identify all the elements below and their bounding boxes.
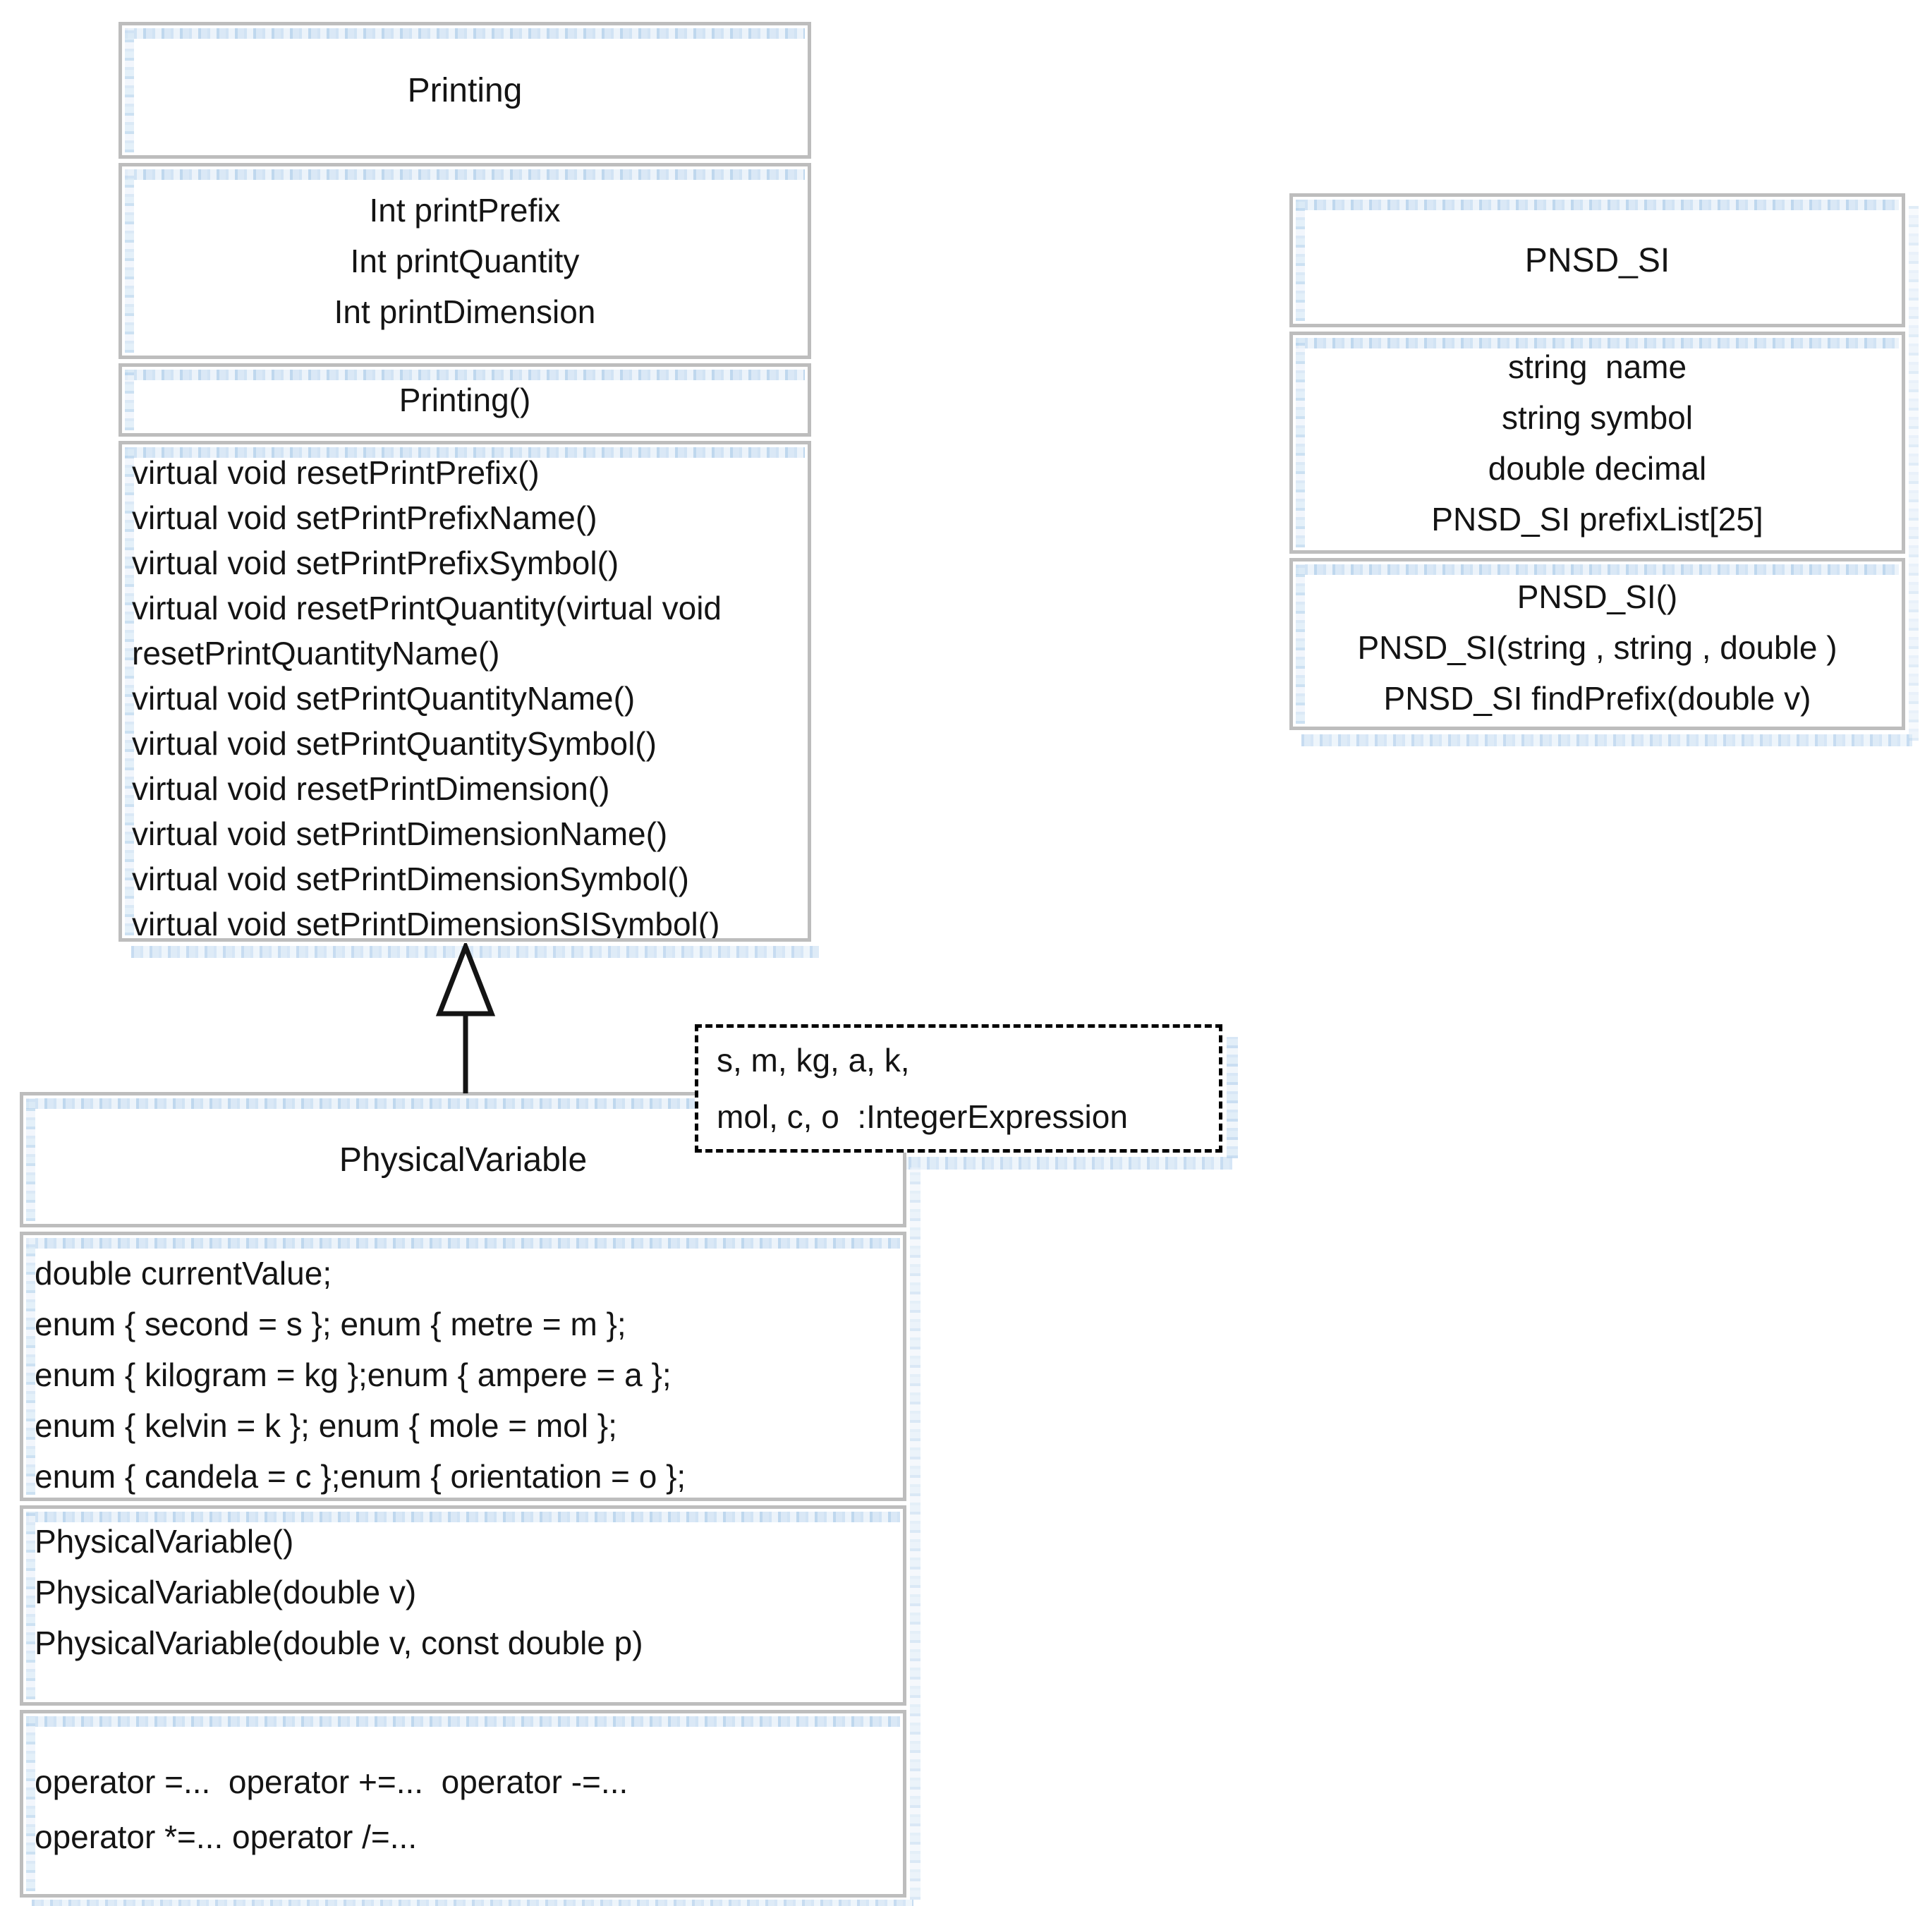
physical-variable-constructor: PhysicalVariable(double v) (35, 1574, 417, 1610)
pnsd-si-class-name: PNSD_SI (1524, 241, 1670, 279)
printing-method: virtual void setPrintPrefixSymbol() (132, 545, 619, 581)
physical-variable-operators-compartment: operator =... operator +=... operator -=… (20, 1710, 906, 1898)
note-text-line: s, m, kg, a, k, (717, 1042, 910, 1079)
pnsd-si-shadow-bottom (1301, 734, 1912, 746)
note-box: s, m, kg, a, k, mol, c, o :IntegerExpres… (695, 1024, 1222, 1153)
pnsd-si-attribute: string symbol (1502, 399, 1693, 436)
printing-method: virtual void resetPrintDimension() (132, 770, 610, 807)
class-box-physical-variable: PhysicalVariable double currentValue; en… (20, 1092, 906, 1898)
printing-method: virtual void setPrintQuantitySymbol() (132, 725, 657, 762)
physical-variable-shadow-bottom (32, 1900, 913, 1906)
printing-constructor-compartment: Printing() (119, 363, 811, 437)
note-shadow-right (1227, 1037, 1238, 1158)
pnsd-si-title-compartment: PNSD_SI (1289, 193, 1905, 327)
inheritance-arrow-head (435, 943, 496, 1016)
printing-class-name: Printing (407, 71, 523, 109)
printing-attribute: Int printDimension (334, 293, 596, 330)
physical-variable-operator: operator =... operator +=... operator -=… (35, 1764, 628, 1800)
class-box-pnsd-si: PNSD_SI string name string symbol double… (1289, 193, 1905, 730)
pnsd-si-method: PNSD_SI findPrefix(double v) (1383, 680, 1811, 717)
pnsd-si-shadow-right (1909, 206, 1919, 741)
physical-variable-attribute: enum { kelvin = k }; enum { mole = mol }… (35, 1407, 617, 1444)
printing-method: virtual void setPrintDimensionName() (132, 815, 668, 852)
printing-attributes-compartment: Int printPrefix Int printQuantity Int pr… (119, 163, 811, 359)
physical-variable-operator: operator *=... operator /=... (35, 1819, 418, 1855)
physical-variable-attribute: enum { candela = c };enum { orientation … (35, 1458, 686, 1495)
printing-constructor: Printing() (399, 382, 531, 418)
printing-shadow-bottom (131, 946, 819, 958)
printing-method: virtual void setPrintPrefixName() (132, 499, 597, 536)
printing-method: virtual void resetPrintPrefix() (132, 454, 540, 491)
physical-variable-attribute: enum { kilogram = kg };enum { ampere = a… (35, 1356, 672, 1393)
pnsd-si-attribute: double decimal (1488, 449, 1707, 487)
pnsd-si-attributes-compartment: string name string symbol double decimal… (1289, 332, 1905, 554)
note-text-line: mol, c, o :IntegerExpression (717, 1098, 1128, 1135)
physical-variable-attribute: enum { second = s }; enum { metre = m }; (35, 1306, 626, 1342)
printing-method: virtual void setPrintDimensionSISymbol() (132, 906, 720, 942)
printing-method: resetPrintQuantityName() (132, 635, 500, 672)
inheritance-arrow (435, 943, 496, 1093)
pnsd-si-method: PNSD_SI(string , string , double ) (1357, 629, 1837, 666)
class-box-printing: Printing Int printPrefix Int printQuanti… (119, 22, 811, 942)
pnsd-si-attribute: string name (1507, 348, 1687, 385)
printing-method: virtual void setPrintDimensionSymbol() (132, 861, 689, 897)
physical-variable-attributes-compartment: double currentValue; enum { second = s }… (20, 1232, 906, 1501)
pnsd-si-attribute: PNSD_SI prefixList[25] (1431, 500, 1763, 538)
printing-method: virtual void setPrintQuantityName() (132, 680, 636, 717)
printing-methods-compartment: virtual void resetPrintPrefix() virtual … (119, 441, 811, 942)
physical-variable-attribute: double currentValue; (35, 1255, 332, 1292)
printing-attribute: Int printQuantity (350, 243, 580, 279)
pnsd-si-methods-compartment: PNSD_SI() PNSD_SI(string , string , doub… (1289, 558, 1905, 730)
physical-variable-constructors-compartment: PhysicalVariable() PhysicalVariable(doub… (20, 1505, 906, 1706)
physical-variable-shadow-right (910, 1167, 921, 1900)
printing-method: virtual void resetPrintQuantity(virtual … (132, 590, 722, 626)
physical-variable-class-name: PhysicalVariable (339, 1141, 588, 1179)
physical-variable-constructor: PhysicalVariable(double v, const double … (35, 1625, 643, 1661)
physical-variable-constructor: PhysicalVariable() (35, 1523, 294, 1560)
printing-attribute: Int printPrefix (369, 192, 561, 229)
pnsd-si-method: PNSD_SI() (1517, 578, 1678, 615)
printing-title-compartment: Printing (119, 22, 811, 159)
